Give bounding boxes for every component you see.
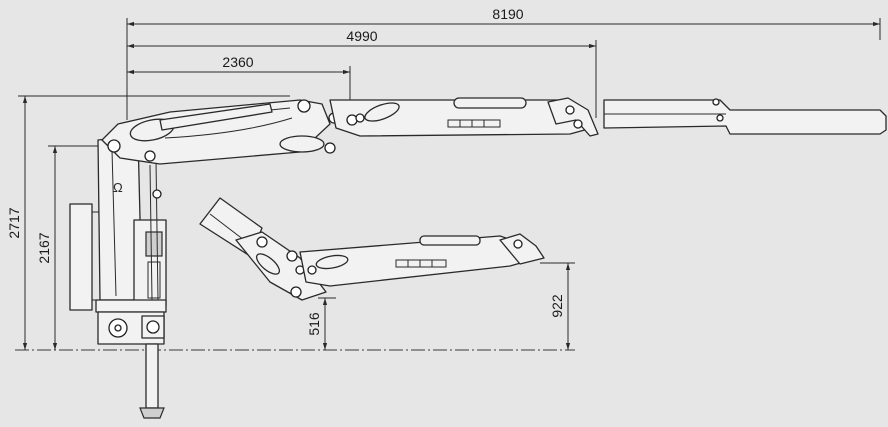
dim-label-height-folded-low: 516	[306, 312, 322, 336]
dim-label-height-folded-tip: 922	[549, 294, 565, 318]
dim-label-reach-full: 8190	[492, 6, 523, 22]
dimension-reach-mid: 4990	[127, 28, 597, 118]
dim-label-height-max: 2717	[6, 207, 22, 238]
dimension-reach-full: 8190	[126, 6, 881, 120]
dimension-height-folded-low: 516	[306, 297, 336, 350]
dimension-reach-short: 2360	[127, 54, 351, 105]
control-stand	[69, 203, 93, 311]
crane-column: Ω	[69, 135, 167, 419]
column-mark: Ω	[113, 180, 123, 195]
dim-label-height-column: 2167	[36, 232, 52, 263]
dim-label-reach-short: 2360	[222, 54, 253, 70]
dimension-height-max: 2717	[6, 95, 290, 350]
main-boom-extended	[101, 97, 887, 165]
dim-label-reach-mid: 4990	[346, 28, 377, 44]
dimension-height-folded-tip: 922	[540, 262, 575, 350]
folded-boom	[199, 197, 545, 301]
